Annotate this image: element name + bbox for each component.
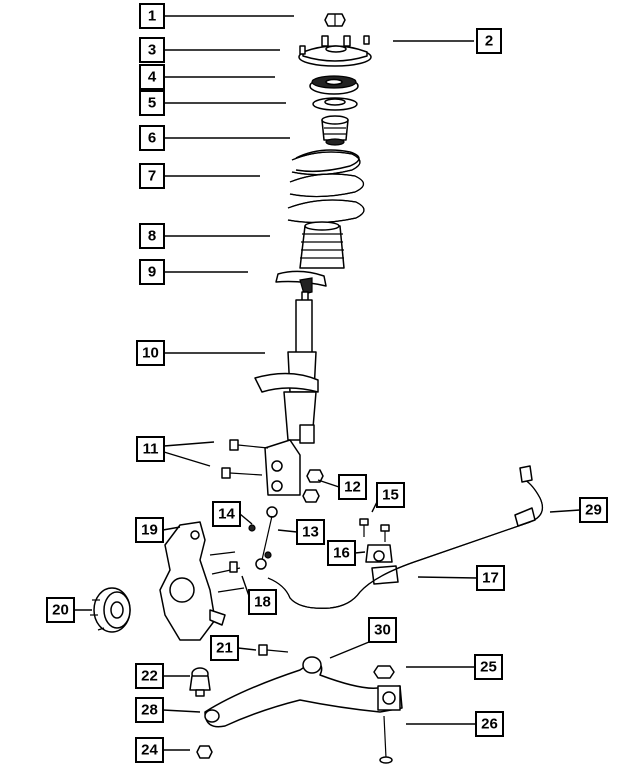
callout-4: 4: [139, 64, 165, 90]
lower-arm-bolt: [258, 644, 289, 656]
strut-upper-mount: [298, 35, 372, 67]
callout-21: 21: [210, 635, 239, 661]
callout-14: 14: [212, 501, 241, 527]
callout-28: 28: [135, 697, 164, 723]
callout-13-label: 13: [302, 524, 319, 541]
callout-10-label: 10: [142, 345, 159, 362]
stabilizer-bushings: [365, 544, 399, 585]
coil-spring: [287, 149, 365, 224]
callout-21-label: 21: [216, 640, 233, 657]
callout-14-label: 14: [218, 506, 235, 523]
callout-4-label: 4: [148, 69, 157, 86]
callout-8-label: 8: [148, 228, 156, 245]
upper-spring-seat: [312, 97, 358, 111]
callout-18-label: 18: [254, 594, 271, 611]
callout-15-label: 15: [382, 487, 399, 504]
steering-knuckle: [159, 521, 226, 641]
callout-16: 16: [327, 540, 356, 566]
callout-25: 25: [474, 654, 503, 680]
callout-20-label: 20: [52, 602, 69, 619]
callout-19: 19: [135, 517, 164, 543]
strut-bolts: [221, 439, 269, 479]
lower-control-arm: [204, 656, 403, 728]
callout-5: 5: [139, 90, 165, 116]
callout-1-label: 1: [148, 8, 156, 25]
callout-17-label: 17: [482, 570, 499, 587]
callout-9: 9: [139, 259, 165, 285]
stabilizer-link: [248, 506, 278, 570]
strut-bearing: [309, 75, 359, 95]
callout-16-label: 16: [333, 545, 350, 562]
lower-arm-rear-bolt: [379, 715, 393, 764]
knuckle-bolts: [209, 551, 245, 593]
strut-nut: [324, 13, 346, 27]
callout-12-label: 12: [344, 479, 361, 496]
callout-6: 6: [139, 125, 165, 151]
callout-12: 12: [338, 474, 367, 500]
bushing-clamp-bolts: [359, 518, 390, 542]
stabilizer-bar-end: [519, 465, 533, 483]
callout-22: 22: [135, 663, 164, 689]
callout-17: 17: [476, 565, 505, 591]
callout-3: 3: [139, 37, 165, 63]
callout-18: 18: [248, 589, 277, 615]
callout-2: 2: [476, 28, 502, 54]
callout-24: 24: [135, 737, 164, 763]
callout-2-label: 2: [485, 33, 493, 50]
hub-bearing: [90, 587, 131, 633]
callout-8: 8: [139, 223, 165, 249]
callout-11-label: 11: [143, 441, 159, 458]
jounce-bumper: [321, 115, 349, 146]
strut-assembly: [254, 291, 319, 496]
callout-29-label: 29: [585, 502, 602, 519]
lower-arm-nut: [373, 665, 395, 679]
callout-9-label: 9: [148, 264, 156, 281]
callout-28-label: 28: [141, 702, 158, 719]
callout-30-label: 30: [374, 622, 391, 639]
leader-lines: [74, 15, 581, 751]
callout-24-label: 24: [141, 742, 158, 759]
callout-20: 20: [46, 597, 75, 623]
dust-boot: [299, 221, 345, 269]
callout-26-label: 26: [481, 716, 498, 733]
spring-isolator: [275, 270, 327, 295]
strut-nuts: [302, 469, 324, 503]
callout-3-label: 3: [148, 42, 156, 59]
callout-10: 10: [136, 340, 165, 366]
callout-7: 7: [139, 163, 165, 189]
callout-26: 26: [475, 711, 504, 737]
callout-22-label: 22: [141, 668, 158, 685]
callout-30: 30: [368, 617, 397, 643]
stabilizer-bar: [267, 479, 543, 609]
callout-15: 15: [376, 482, 405, 508]
callout-19-label: 19: [141, 522, 158, 539]
callout-25-label: 25: [480, 659, 497, 676]
callout-6-label: 6: [148, 130, 156, 147]
ball-joint: [189, 667, 211, 697]
ball-joint-nut: [196, 745, 213, 759]
callout-5-label: 5: [148, 95, 156, 112]
callout-29: 29: [579, 497, 608, 523]
callout-11: 11: [136, 436, 165, 462]
callout-13: 13: [296, 519, 325, 545]
callout-7-label: 7: [148, 168, 156, 185]
callout-1: 1: [139, 3, 165, 29]
